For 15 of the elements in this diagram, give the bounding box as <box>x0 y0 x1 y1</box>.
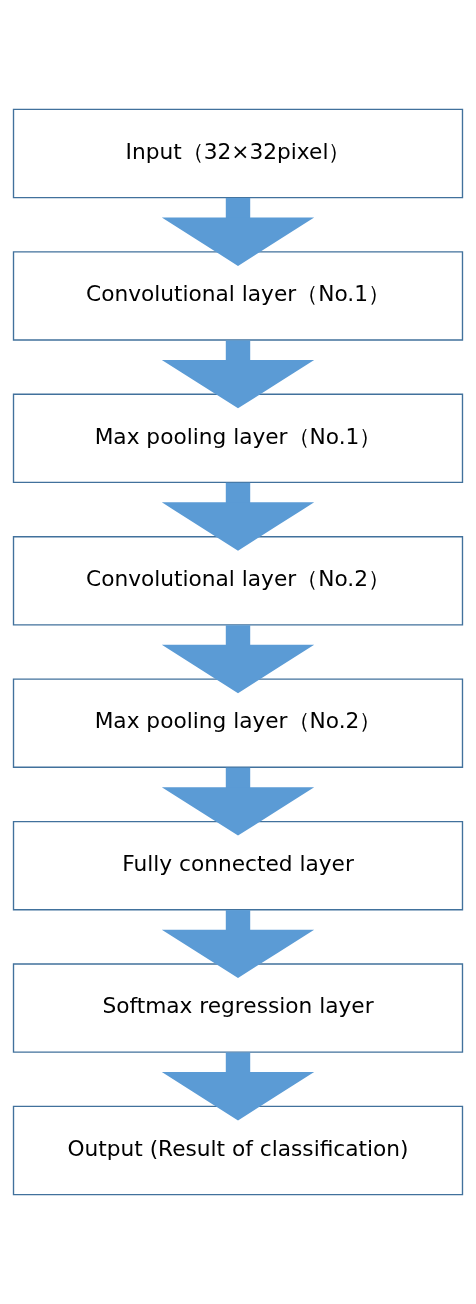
arrow <box>161 767 315 836</box>
arrow <box>161 1052 315 1121</box>
node-box: Output (Result of classification) <box>12 1105 464 1196</box>
node-box: Max pooling layer（No.1） <box>12 393 464 484</box>
arrow <box>161 910 315 978</box>
arrow <box>161 625 315 694</box>
node-box: Input（32×32pixel） <box>12 108 464 199</box>
node-box: Softmax regression layer <box>12 963 464 1053</box>
arrow <box>161 340 315 409</box>
node-box: Convolutional layer（No.1） <box>12 251 464 341</box>
node-box: Fully connected layer <box>12 820 464 911</box>
arrow <box>161 482 315 551</box>
arrow <box>161 197 315 266</box>
node-box: Max pooling layer（No.2） <box>12 678 464 768</box>
node-box: Convolutional layer（No.2） <box>12 536 464 626</box>
